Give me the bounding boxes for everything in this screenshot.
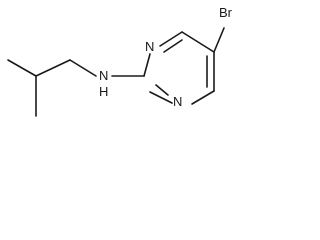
bond-n3-c2 <box>149 91 173 104</box>
amine-hydrogen-label: H <box>99 84 108 99</box>
bond-c6-c5 <box>181 31 215 53</box>
bond-n1-c6 <box>159 31 183 47</box>
amine-nitrogen-label: N <box>99 68 108 83</box>
bond-nh-ch2 <box>69 59 97 77</box>
ring-nitrogen-top-label: N <box>145 39 154 54</box>
bond-c4-n3 <box>191 90 215 105</box>
bromine-label: Br <box>219 5 233 20</box>
atom-labels: N N Br N H <box>99 5 233 109</box>
bond-c5-br <box>213 27 225 53</box>
isobutylamino-chain <box>7 59 145 117</box>
bond-ch-ch3-upper <box>7 59 37 77</box>
double-bond-n3-c2 <box>155 84 169 96</box>
bond-ch2-ch <box>35 59 71 77</box>
pyrimidine-ring <box>143 31 215 105</box>
chemical-structure: N N Br N H <box>7 5 233 117</box>
bond-c2-n1 <box>143 53 151 77</box>
ring-nitrogen-bottom-label: N <box>173 94 182 109</box>
double-bond-n1-c6 <box>163 39 183 53</box>
